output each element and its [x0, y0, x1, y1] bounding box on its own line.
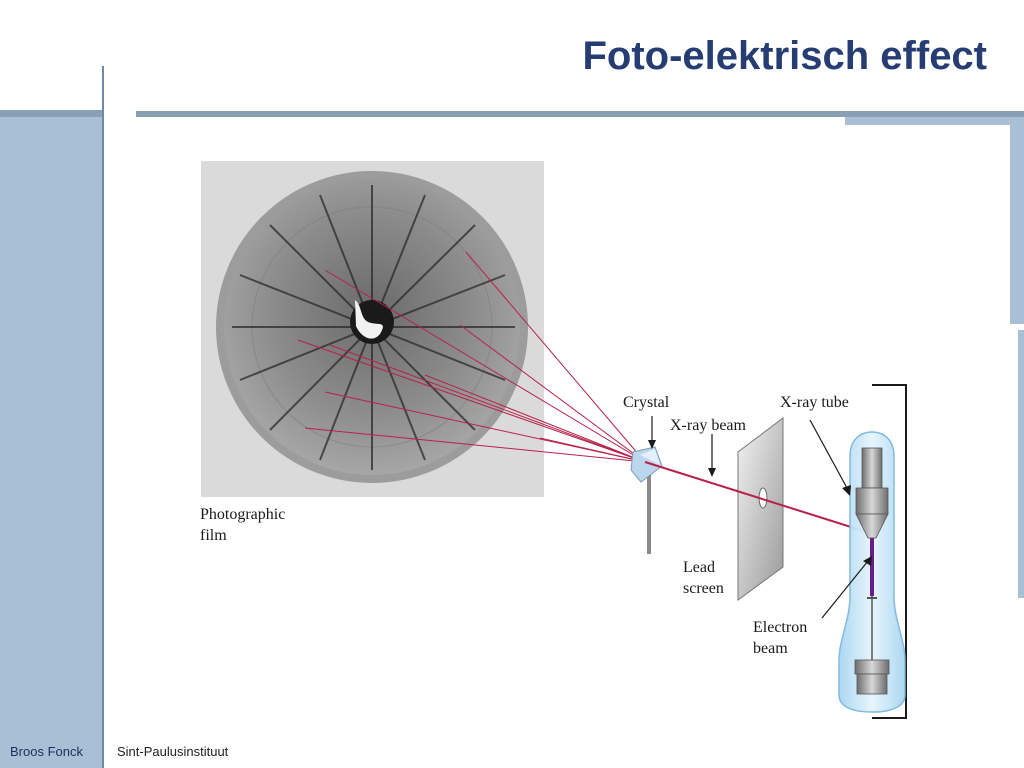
label-xray-beam: X-ray beam [670, 417, 747, 434]
label-crystal: Crystal [623, 394, 670, 411]
sidebar-divider [102, 66, 104, 768]
right-accent-edge-lower [1018, 330, 1024, 598]
right-accent-edge [1010, 117, 1024, 324]
footer-school: Sint-Paulusinstituut [117, 744, 229, 759]
label-pointers [648, 416, 872, 619]
label-xray-tube: X-ray tube [780, 394, 849, 411]
crystal [630, 446, 663, 554]
lead-screen [737, 416, 784, 601]
xray-tube [838, 384, 907, 719]
label-photographic-film-line1: Photographic [200, 506, 285, 523]
label-electron-beam-line1: Electron [753, 619, 807, 636]
sidebar-panel [0, 117, 102, 768]
label-electron-beam-line2: beam [753, 640, 788, 657]
header-band [136, 111, 1024, 117]
xray-beam-line [644, 461, 871, 534]
right-accent-bar [845, 117, 1024, 125]
diffracted-beams [297, 251, 646, 463]
label-lead-screen-line2: screen [683, 580, 724, 597]
footer-author: Broos Fonck [10, 744, 83, 759]
photographic-film [201, 161, 544, 497]
label-lead-screen-line1: Lead [683, 559, 715, 576]
header-band-left [0, 110, 103, 117]
slide-title: Foto-elektrisch effect [582, 34, 987, 78]
label-photographic-film-line2: film [200, 527, 227, 544]
